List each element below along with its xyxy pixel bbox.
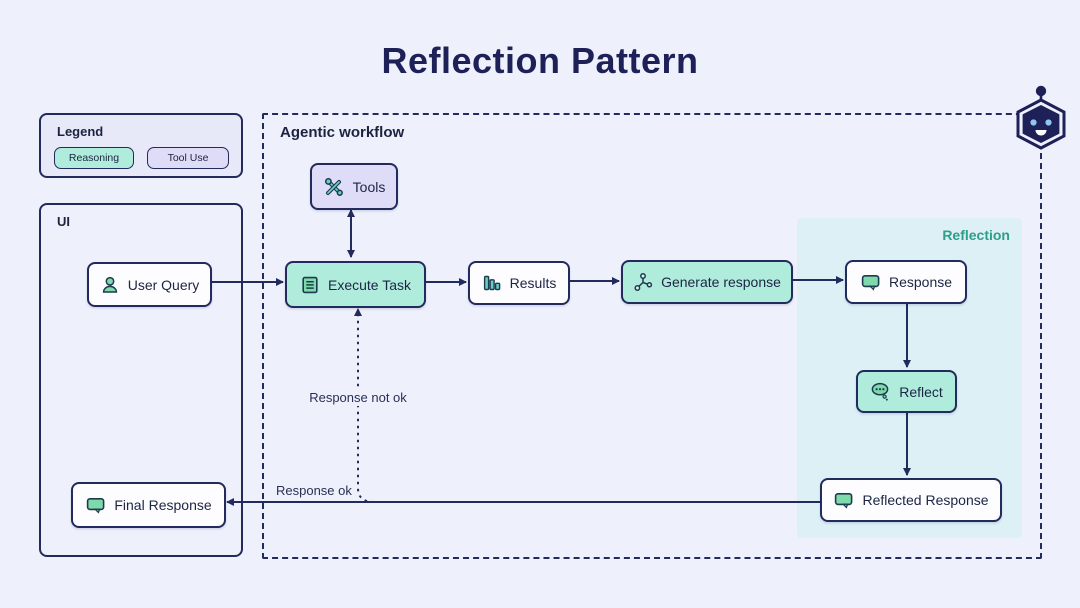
legend-panel: Legend Reasoning Tool Use <box>39 113 243 178</box>
node-results: Results <box>468 261 570 305</box>
node-tools-label: Tools <box>352 178 386 195</box>
node-tools: Tools <box>310 163 398 210</box>
page-title: Reflection Pattern <box>381 40 699 81</box>
edge-label-response-ok: Response ok <box>276 483 352 498</box>
legend-title: Legend <box>57 124 104 139</box>
person-icon <box>100 275 120 295</box>
ui-panel: UI <box>39 203 243 557</box>
tools-icon <box>323 176 345 198</box>
node-execute-task-label: Execute Task <box>327 276 411 293</box>
node-generate-response-label: Generate response <box>661 274 781 290</box>
node-final-response: Final Response <box>71 482 226 528</box>
node-final-response-label: Final Response <box>114 497 212 513</box>
reflection-title: Reflection <box>942 227 1010 243</box>
node-reflect: Reflect <box>856 370 957 413</box>
node-generate-response: Generate response <box>621 260 793 304</box>
robot-icon <box>1016 85 1066 150</box>
bar-chart-icon <box>482 273 502 293</box>
legend-item-reasoning: Reasoning <box>54 147 134 169</box>
chat-bubble-icon <box>833 490 854 510</box>
node-reflect-label: Reflect <box>899 383 943 400</box>
agentic-workflow-panel: Agentic workflow <box>262 113 1042 559</box>
node-reflected-response-label: Reflected Response <box>862 492 989 508</box>
agentic-workflow-title: Agentic workflow <box>280 124 405 141</box>
legend-item-tool-use-label: Tool Use <box>167 152 209 164</box>
legend-item-tool-use: Tool Use <box>147 147 229 169</box>
node-user-query: User Query <box>87 262 212 307</box>
node-execute-task: Execute Task <box>285 261 426 308</box>
ui-panel-title: UI <box>57 214 70 229</box>
node-user-query-label: User Query <box>127 276 200 293</box>
document-list-icon <box>300 275 320 295</box>
node-response-label: Response <box>888 274 953 290</box>
chat-bubble-icon <box>860 272 881 292</box>
chat-bubble-icon <box>85 495 106 515</box>
node-results-label: Results <box>509 275 557 291</box>
network-icon <box>633 272 653 292</box>
legend-item-reasoning-label: Reasoning <box>68 152 120 164</box>
node-response: Response <box>845 260 967 304</box>
thought-bubble-icon <box>870 381 891 402</box>
edge-label-response-not-ok: Response not ok <box>304 389 412 406</box>
node-reflected-response: Reflected Response <box>820 478 1002 522</box>
